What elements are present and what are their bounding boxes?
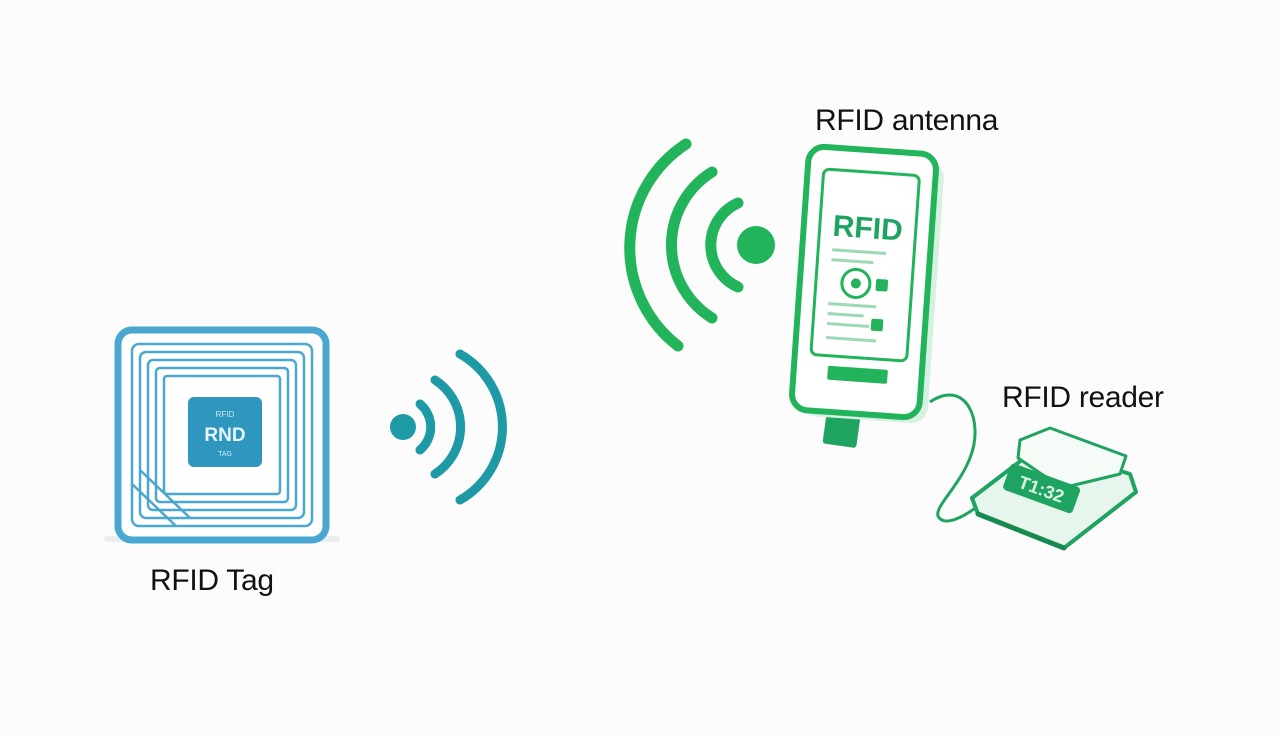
antenna-signal-wave-1 — [705, 197, 744, 293]
antenna-signal-wave-2 — [666, 166, 718, 324]
tag-signal-wave-2 — [430, 375, 466, 479]
antenna-signal-wave-3 — [624, 138, 692, 352]
tag-signal-wave-3 — [455, 349, 507, 505]
rfid-antenna-label: RFID antenna — [815, 104, 999, 137]
tag-chip-bottom-text: TAG — [218, 451, 232, 458]
rfid-tag-label: RFID Tag — [150, 564, 274, 597]
antenna-screen: RFID — [809, 167, 921, 384]
tag-chip-main-text: RND — [204, 425, 245, 446]
tag-signal-wave-1 — [415, 399, 436, 455]
reader-cable — [929, 393, 979, 523]
rfid-antenna: RFID — [789, 143, 944, 448]
rfid-reader-label: RFID reader — [1002, 381, 1164, 414]
antenna-status-bar — [827, 365, 888, 384]
antenna-screen-dial-icon — [840, 267, 872, 299]
reader-edge — [975, 511, 1067, 551]
rfid-tag: RFID RND TAG — [104, 326, 340, 544]
rfid-reader: T1:32 — [970, 426, 1138, 551]
tag-signal-icon — [390, 349, 507, 505]
reader-top-pad — [1016, 426, 1128, 490]
antenna-screen-title: RFID — [832, 210, 904, 248]
tag-signal-dot — [390, 414, 416, 440]
tag-coil — [130, 342, 314, 528]
tag-chip — [188, 397, 262, 467]
tag-coil-lead-2 — [139, 469, 191, 519]
antenna-screen-chip-icon — [870, 318, 884, 332]
antenna-body — [789, 143, 939, 421]
tag-coil-lead — [131, 483, 177, 527]
antenna-signal-icon — [624, 138, 775, 352]
antenna-screen-badge-icon — [875, 278, 889, 292]
tag-chip-top-text: RFID — [216, 410, 235, 419]
antenna-signal-dot — [737, 226, 775, 264]
